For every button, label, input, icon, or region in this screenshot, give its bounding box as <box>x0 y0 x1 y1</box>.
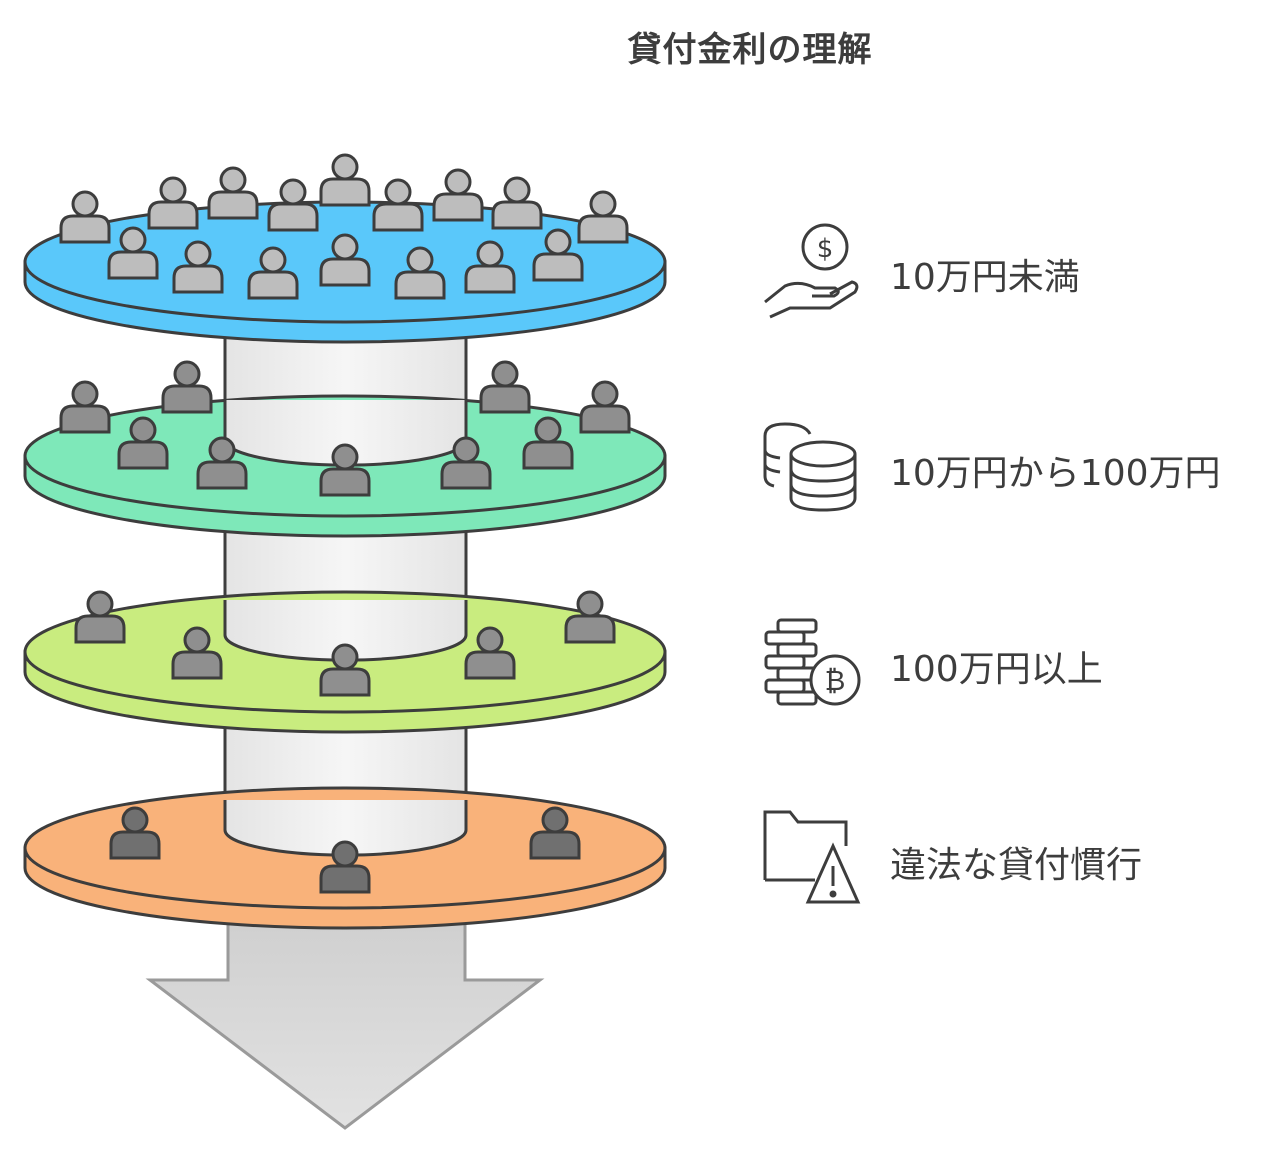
person-icon <box>59 190 111 244</box>
person-icon <box>394 246 446 300</box>
person-icon <box>319 153 371 207</box>
bitcoin-stack-icon: ₿ <box>764 618 861 706</box>
person-icon <box>532 228 584 282</box>
person-icon <box>74 590 126 644</box>
person-icon <box>479 360 531 414</box>
person-icon <box>440 436 492 490</box>
tier-label-3: 100万円以上 <box>890 649 1103 690</box>
person-icon <box>491 176 543 230</box>
hand-coin-icon: $ <box>764 223 859 319</box>
person-icon <box>529 806 581 860</box>
person-icon <box>522 416 574 470</box>
svg-text:$: $ <box>817 234 834 264</box>
tier-label-4: 違法な貸付慣行 <box>890 845 1143 886</box>
person-icon <box>107 226 159 280</box>
person-icon <box>579 380 631 434</box>
person-icon <box>564 590 616 644</box>
person-icon <box>161 360 213 414</box>
person-icon <box>577 190 629 244</box>
person-icon <box>171 626 223 680</box>
person-icon <box>267 178 319 232</box>
person-icon <box>464 240 516 294</box>
tier-label-1: 10万円未満 <box>890 257 1080 298</box>
person-icon <box>319 840 371 894</box>
person-icon <box>172 240 224 294</box>
person-icon <box>147 176 199 230</box>
person-icon <box>319 443 371 497</box>
person-icon <box>117 416 169 470</box>
person-icon <box>109 806 161 860</box>
coin-stack-icon <box>763 422 857 512</box>
page-title: 貸付金利の理解 <box>627 30 873 70</box>
person-icon <box>464 626 516 680</box>
person-icon <box>59 380 111 434</box>
person-icon <box>196 436 248 490</box>
person-icon <box>319 643 371 697</box>
folder-warning-icon <box>763 810 861 904</box>
person-icon <box>247 246 299 300</box>
person-icon <box>372 178 424 232</box>
svg-text:₿: ₿ <box>825 664 846 697</box>
person-icon <box>207 166 259 220</box>
people-group <box>59 153 631 894</box>
person-icon <box>432 168 484 222</box>
central-column <box>225 300 466 860</box>
person-icon <box>319 233 371 287</box>
tier-label-2: 10万円から100万円 <box>890 453 1221 494</box>
